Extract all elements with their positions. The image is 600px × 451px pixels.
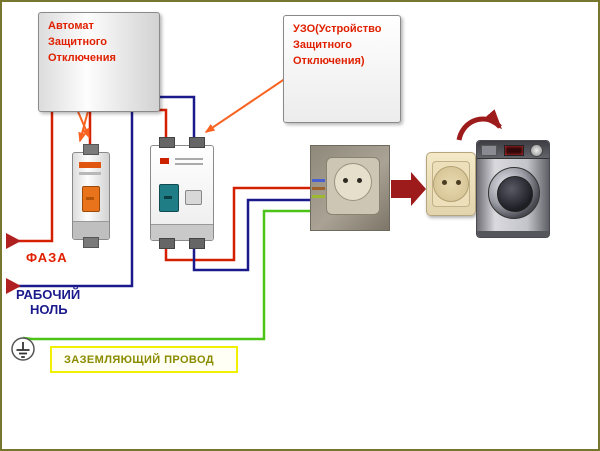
washer-control-panel [477, 141, 549, 159]
rcd-callout-line: УЗО(Устройство [293, 23, 382, 35]
socket-wire-brown [312, 187, 325, 190]
washer-base [477, 231, 549, 237]
faceplate-hole-left [442, 180, 447, 185]
rcd-marking [175, 158, 203, 168]
neutral-label: РАБОЧИЙ НОЛЬ [16, 287, 81, 318]
ground-label: ЗАЗЕМЛЯЮЩИЙ ПРОВОД [64, 353, 215, 366]
rcd-callout-box: УЗО(Устройство Защитного Отключения) [283, 15, 401, 123]
rcd-top-terminal-left [159, 137, 175, 148]
neutral-label-line: НОЛЬ [30, 301, 68, 317]
socket-mechanism-photo [310, 145, 390, 231]
faceplate-hole-right [456, 180, 461, 185]
rcd-bottom-terminal-left [159, 238, 175, 249]
wall-socket-faceplate [426, 152, 476, 216]
washer-door-glass [497, 176, 533, 212]
phase-label: ФАЗА [26, 250, 68, 265]
washer-door [488, 167, 540, 219]
flow-arrow-icon [391, 172, 426, 206]
washer-knob [530, 144, 543, 157]
breaker-label-band [79, 162, 101, 168]
socket-hole-left [343, 178, 348, 183]
rcd-toggle-switch [159, 184, 179, 212]
socket-wire-blue [312, 179, 325, 182]
rcd-top-terminal-right [189, 137, 205, 148]
socket-mechanism-face [334, 163, 372, 201]
breaker-toggle-switch [82, 186, 100, 212]
rcd-test-button [185, 190, 202, 205]
ground-label-box: ЗАЗЕМЛЯЮЩИЙ ПРОВОД [50, 346, 238, 373]
socket-wire-green [312, 195, 325, 198]
phase-entry-arrow-icon [6, 233, 21, 249]
ground-symbol-icon [11, 337, 35, 361]
circuit-breaker-device [72, 144, 110, 248]
breaker-callout-line: Автомат [48, 20, 94, 32]
rcd-callout-line: Отключения) [293, 54, 365, 67]
ground-wire [22, 209, 314, 341]
rcd-bottom-terminal-right [189, 238, 205, 249]
rcd-callout-line: Защитного [293, 38, 352, 51]
neutral-label-line: РАБОЧИЙ [16, 287, 81, 302]
washer-display [504, 145, 524, 156]
socket-hole-right [357, 178, 362, 183]
washer-detergent-drawer [481, 145, 497, 156]
breaker-callout-line: Защитного [48, 35, 107, 48]
breaker-bottom-terminal [83, 237, 99, 248]
rcd-device [150, 137, 214, 249]
faceplate-recess [433, 166, 469, 202]
breaker-lower-section [73, 221, 109, 239]
breaker-callout-box: Автомат Защитного Отключения [38, 12, 160, 112]
breaker-callout-line: Отключения [48, 51, 116, 64]
breaker-top-terminal [83, 144, 99, 155]
washing-machine [476, 140, 550, 238]
breaker-marking [79, 172, 101, 175]
rcd-lower-section [151, 224, 213, 240]
rcd-indicator-flag [160, 158, 169, 164]
plug-in-arrow-icon [456, 109, 502, 141]
neutral-entry-arrow-icon [6, 278, 21, 294]
